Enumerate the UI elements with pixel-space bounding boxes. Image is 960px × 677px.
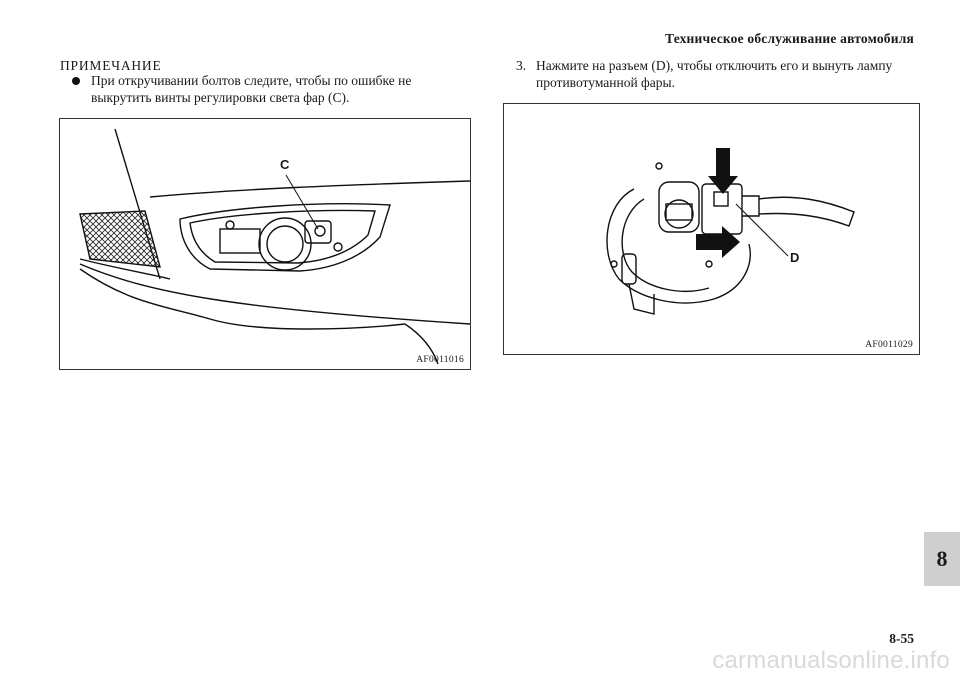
page-number: 8-55 (889, 631, 914, 646)
note-bullet: При откручивании болтов следите, чтобы п… (72, 73, 452, 106)
step-text: Нажмите на разъем (D), чтобы отключить е… (536, 58, 893, 90)
note-bullet-text: При откручивании болтов следите, чтобы п… (91, 73, 412, 105)
callout-c-label: C (280, 157, 290, 172)
fog-lamp-bumper-illustration: C AF0011016 (59, 118, 471, 370)
figure-code-right: AF0011029 (865, 340, 913, 350)
watermark-text: carmanualsonline.info (712, 647, 950, 674)
bumper-drawing (79, 128, 470, 365)
callout-d-label: D (790, 250, 800, 265)
fog-lamp-connector-illustration: D AF0011029 (503, 103, 920, 355)
page-header-title: Техническое обслуживание автомобиля (665, 31, 914, 46)
step-number: 3. (516, 58, 527, 73)
note-title: ПРИМЕЧАНИЕ (60, 58, 162, 73)
figure-code-left: AF0011016 (416, 355, 464, 365)
bullet-icon (72, 77, 80, 85)
step-3: 3. Нажмите на разъем (D), чтобы отключит… (516, 58, 916, 91)
connector-drawing (606, 148, 855, 315)
chapter-tab: 8 (924, 532, 960, 586)
